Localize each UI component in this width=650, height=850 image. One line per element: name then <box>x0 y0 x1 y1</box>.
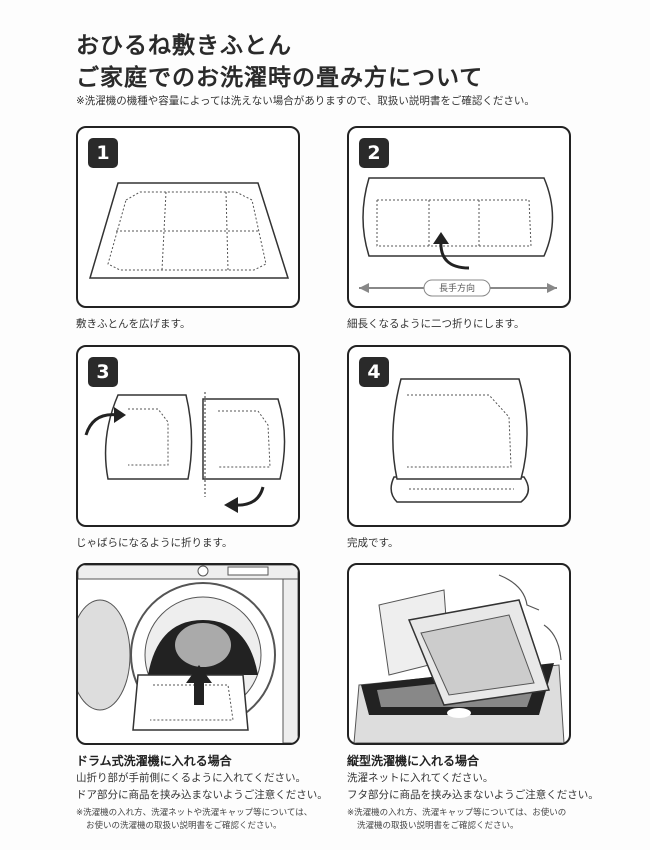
drum-washer-illustration <box>78 565 298 743</box>
step-number: 1 <box>88 138 118 168</box>
futon-folded-illustration <box>359 177 557 297</box>
header-note: ※洗濯機の機種や容量によっては洗えない場合がありますので、取扱い説明書をご確認く… <box>76 95 535 107</box>
step-4-caption: 完成です。 <box>347 537 399 549</box>
step-3-panel: 3 <box>76 345 300 527</box>
futon-finished-illustration <box>390 378 530 503</box>
vertical-heading: 縦型洗濯機に入れる場合 <box>347 754 480 768</box>
step-number: 3 <box>88 357 118 387</box>
step-number: 4 <box>359 357 389 387</box>
drum-line-2: ドア部分に商品を挟み込まないようご注意ください。 <box>76 789 328 801</box>
futon-spread-illustration <box>88 182 290 279</box>
title-line-2: ご家庭でのお洗濯時の畳み方について <box>76 65 484 91</box>
drum-line-1: 山折り部が手前側にくるように入れてください。 <box>76 772 306 784</box>
step-1-caption: 敷きふとんを広げます。 <box>76 318 191 330</box>
step-2-caption: 細長くなるように二つ折りにします。 <box>347 318 525 330</box>
step-1-panel: 1 <box>76 126 300 308</box>
title-line-1: おひるね敷きふとん <box>76 33 292 59</box>
vertical-line-2: フタ部分に商品を挟み込まないようご注意ください。 <box>347 789 599 801</box>
vertical-note-2: 洗濯機の取扱い説明書をご確認ください。 <box>357 821 519 831</box>
vertical-washer-illustration <box>353 574 565 743</box>
drum-washer-panel <box>76 563 300 745</box>
drum-note-1: ※洗濯機の入れ方、洗濯ネットや洗濯キャップ等については、 <box>76 808 313 818</box>
step-4-panel: 4 <box>347 345 571 527</box>
step-number: 2 <box>359 138 389 168</box>
step-3-caption: じゃばらになるように折ります。 <box>76 537 233 549</box>
drum-note-2: お使いの洗濯機の取扱い説明書をご確認ください。 <box>86 821 282 831</box>
long-direction-label: 長手方向 <box>438 284 475 294</box>
vertical-washer-panel <box>347 563 571 745</box>
vertical-note-1: ※洗濯機の入れ方、洗濯キャップ等については、お使いの <box>347 808 567 818</box>
drum-heading: ドラム式洗濯機に入れる場合 <box>76 754 232 768</box>
futon-accordion-fold-illustration <box>84 392 286 513</box>
step-2-panel: 2 長手方向 <box>347 126 571 308</box>
vertical-line-1: 洗濯ネットに入れてください。 <box>347 772 494 784</box>
